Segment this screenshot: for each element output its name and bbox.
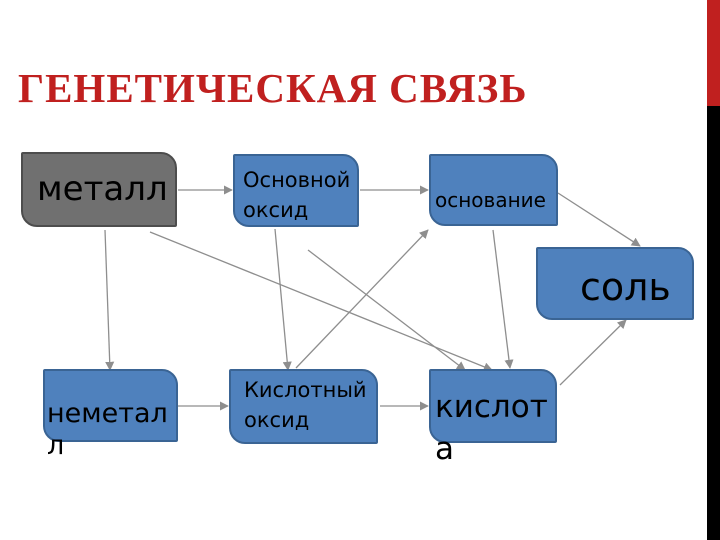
arrow-metal-to-acid — [149, 231, 493, 372]
arrow-basic-oxide-to-acid — [307, 249, 466, 371]
slide-title: ГЕНЕТИЧЕСКАЯ СВЯЗЬ — [18, 65, 528, 111]
node-acid-oxide: Кислотный оксид — [229, 369, 378, 444]
slide-side-bar — [707, 0, 720, 540]
node-acid-oxide-label: Кислотный оксид — [244, 378, 367, 432]
slide-side-bar-accent — [707, 0, 720, 106]
node-basic-oxide-label: Основной оксид — [243, 168, 351, 222]
node-acid-label: кислота — [435, 389, 548, 467]
node-nonmetal-label: неметалл — [47, 398, 168, 461]
node-base: основание — [429, 154, 558, 226]
node-metal: металл — [21, 152, 177, 227]
node-nonmetal: неметалл — [43, 369, 178, 461]
arrow-metal-to-nonmetal — [104, 229, 115, 371]
arrow-base-to-acid — [492, 229, 514, 369]
node-acid: кислота — [429, 369, 557, 467]
arrow-base-to-salt — [557, 192, 641, 247]
node-salt: соль — [536, 247, 694, 320]
node-salt-label: соль — [580, 265, 671, 309]
node-base-label: основание — [435, 188, 546, 212]
arrow-acid-to-salt — [559, 319, 627, 386]
node-basic-oxide: Основной оксид — [233, 154, 359, 227]
arrow-acid-oxide-to-base — [295, 229, 429, 369]
node-metal-label: металл — [37, 169, 168, 209]
arrow-basic-oxide-to-acid-oxide — [274, 228, 292, 371]
